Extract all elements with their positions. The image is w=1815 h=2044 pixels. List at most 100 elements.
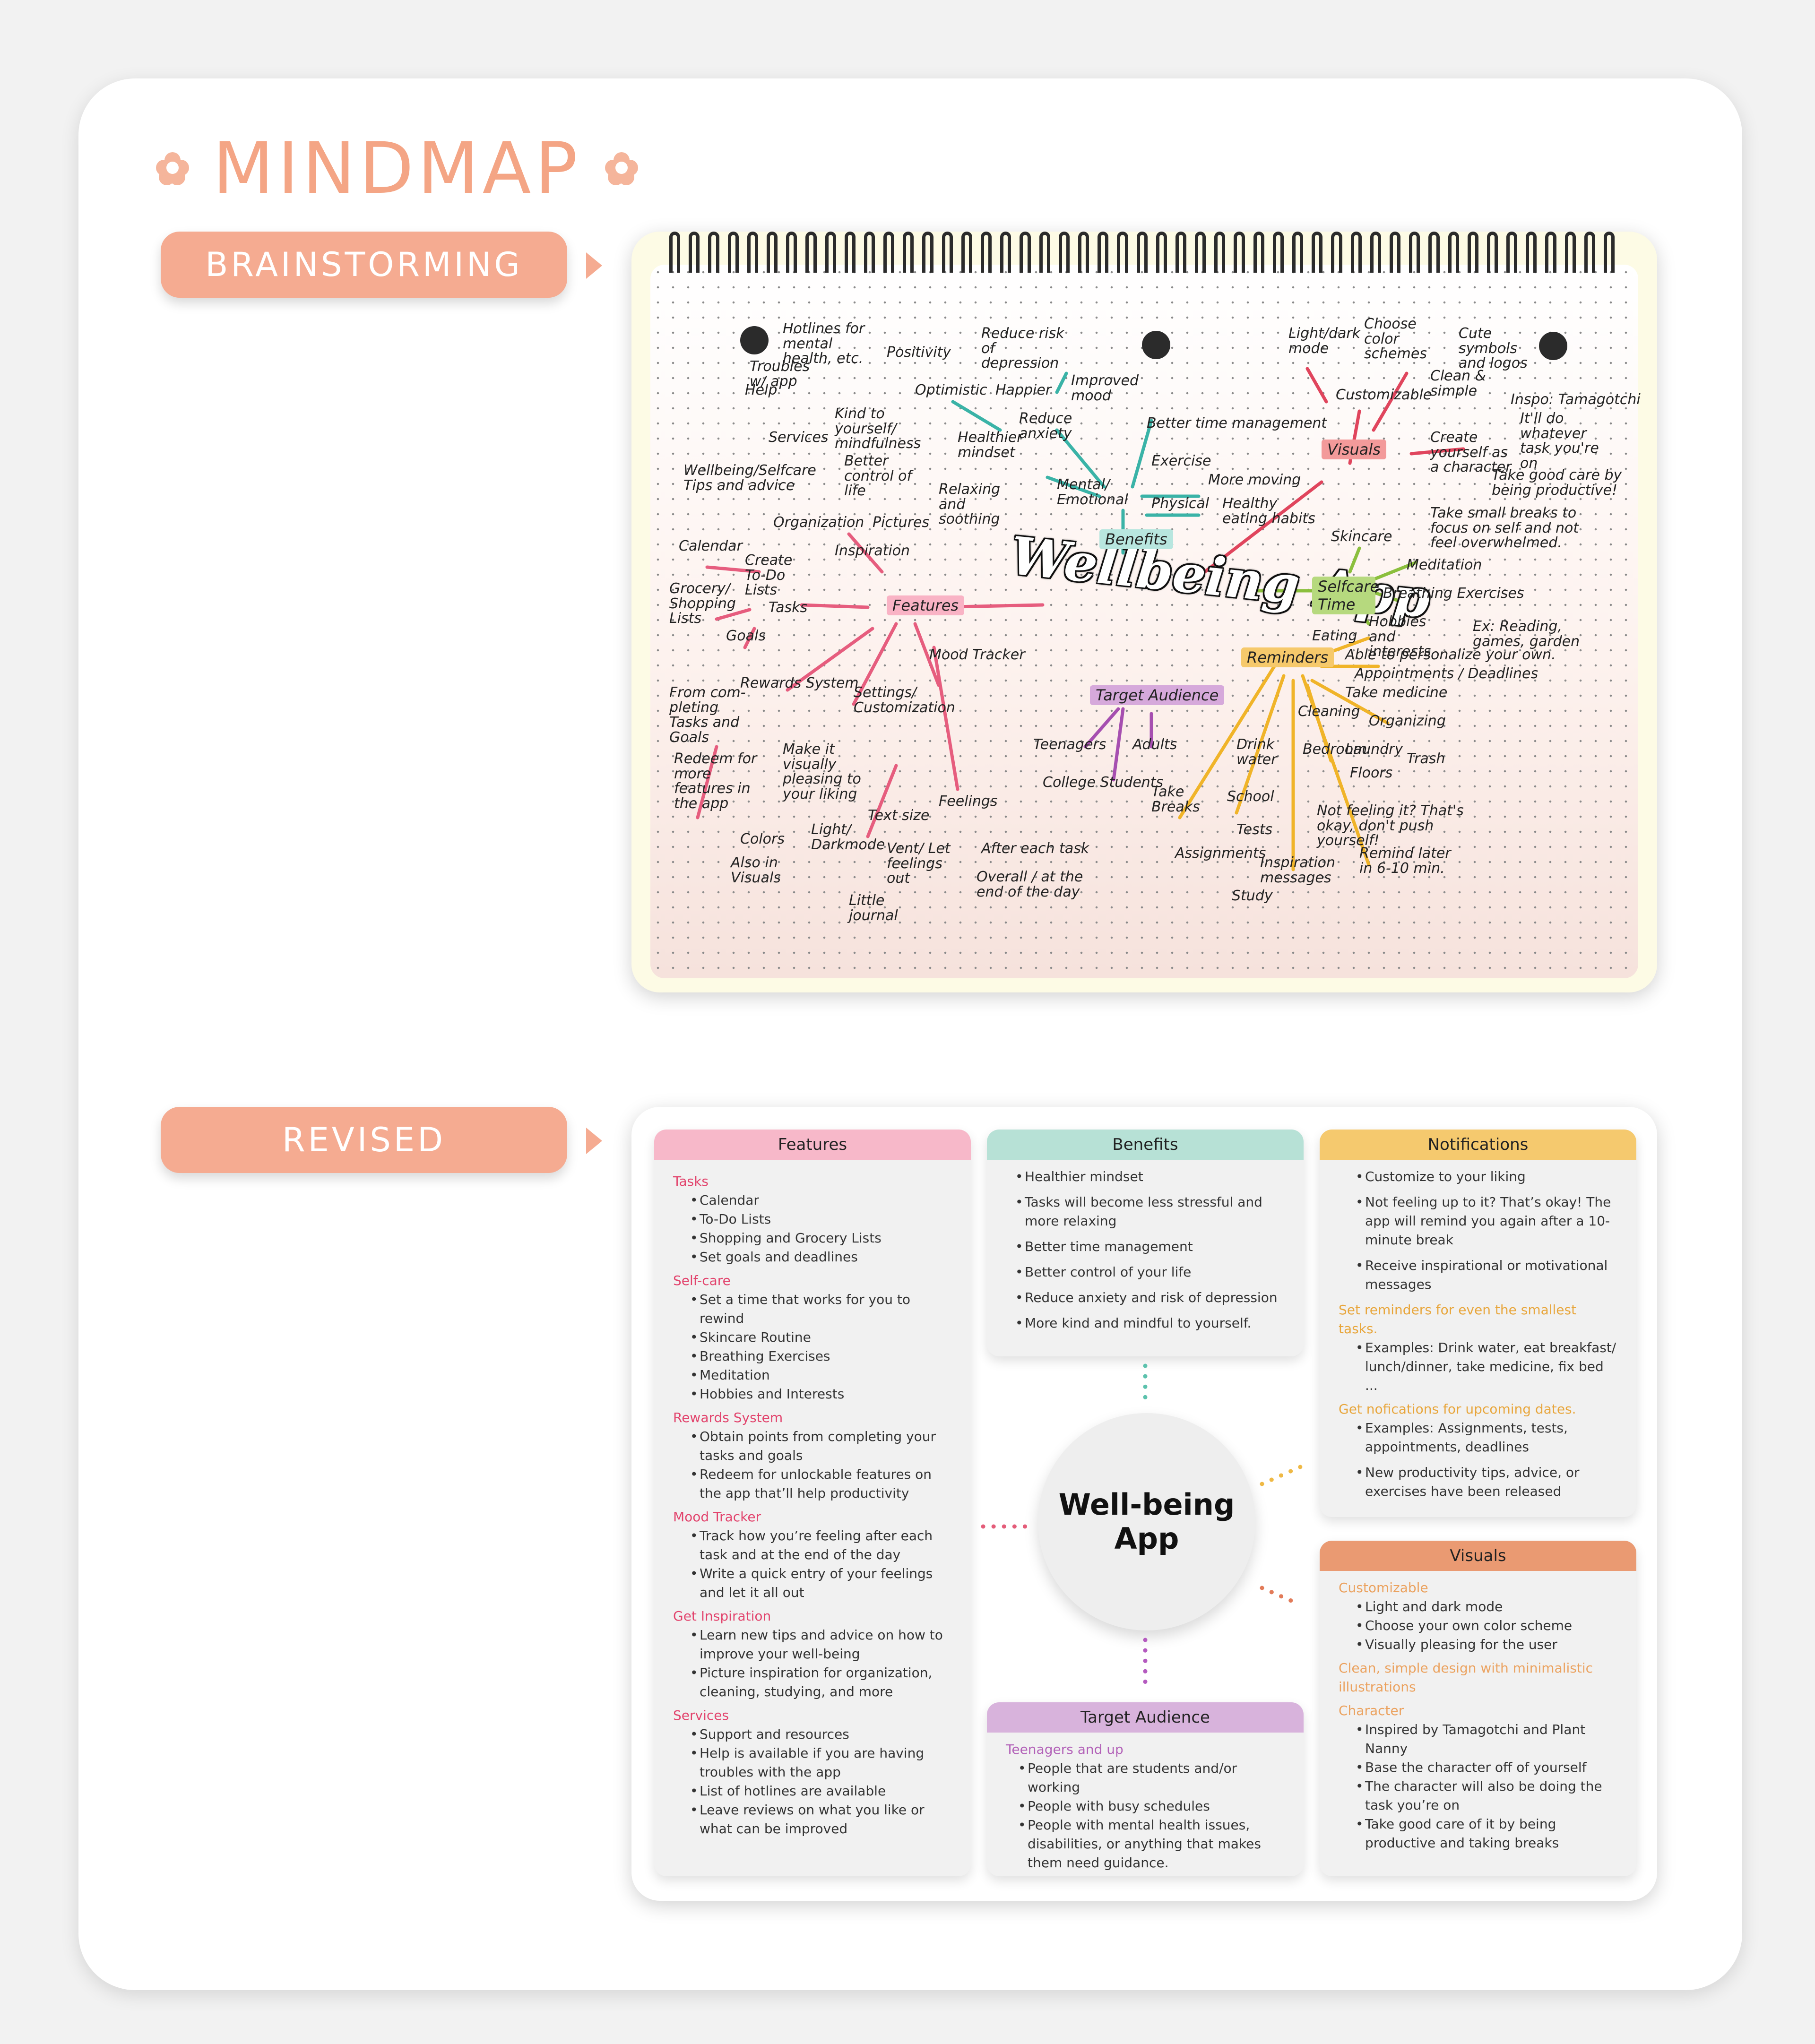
sketch-label: Skincare [1331,528,1392,545]
arrow-right-icon [586,252,602,279]
sketch-label: Take Breaks [1151,784,1200,815]
list-item: Reduce anxiety and risk of depression [1015,1288,1285,1307]
notifications-box: Notifications Customize to your likingNo… [1320,1130,1636,1517]
sketch-label: Redeem for more features in the app [674,750,757,812]
sketch-label: Colors [740,831,785,847]
hub-title-line1: Well-being [1058,1487,1235,1522]
node-target-audience: Target Audience [1090,685,1225,705]
sketch-label: Trash [1407,750,1445,767]
sketch-label: Wellbeing/Selfcare Tips and advice [683,462,816,494]
features-box: Features TasksCalendarTo-Do ListsShoppin… [654,1130,971,1876]
sketch-label: Kind to yourself/ mindfulness [835,405,921,452]
visuals-box: Visuals Customizable Light and dark mode… [1320,1541,1636,1876]
benefits-box: Benefits Healthier mindsetTasks will bec… [987,1130,1304,1356]
sketch-label: Exercise [1151,453,1211,469]
sketch-label: Text size [868,807,930,824]
binder-hole [740,326,769,354]
sketch-label: Create yourself as a character [1430,429,1512,475]
sketch-label: Customizable [1336,387,1432,403]
list-item: The character will also be doing the tas… [1356,1777,1617,1815]
list-item: Examples: Drink water, eat breakfast/ lu… [1356,1338,1617,1395]
sketch-label: Overall / at the end of the day [977,869,1083,900]
notifications-sub-reminders: Set reminders for even the smallest task… [1339,1302,1577,1337]
dotted-paper [650,265,1638,978]
sketch-label: Grocery/ Shopping Lists [669,580,736,627]
sketch-label: Not feeling it? That's okay, don't push … [1317,802,1464,849]
visuals-sub-design: Clean, simple design with minimalistic i… [1339,1660,1593,1695]
sketch-label: Rewards System [740,675,859,691]
notifications-sub-dates: Get nofications for upcoming dates. [1339,1401,1576,1417]
benefits-header: Benefits [987,1130,1304,1160]
sketch-label: Healthy eating habits [1222,495,1315,527]
list-item: Obtain points from completing your tasks… [690,1427,952,1465]
sketch-label: Help [745,382,778,398]
node-benefits: Benefits [1099,529,1173,549]
sketch-label: Hotlines for mental health, etc. [783,320,865,367]
list-item: Hobbies and Interests [690,1385,952,1404]
sketch-label: Improved mood [1071,372,1139,404]
sketch-label: More moving [1208,472,1301,488]
features-section-title: Services [673,1708,729,1723]
list-item: Redeem for unlockable features on the ap… [690,1465,952,1503]
list-item: Better time management [1015,1237,1285,1256]
features-section: TasksCalendarTo-Do ListsShopping and Gro… [673,1172,952,1267]
visuals-sub-customizable: Customizable [1339,1580,1428,1596]
sketch-label: Inspiration [835,543,910,559]
list-item: Customize to your liking [1356,1167,1617,1186]
flower-icon [605,152,638,185]
list-item: Inspired by Tamagotchi and Plant Nanny [1356,1720,1617,1758]
audience-box: Target Audience Teenagers and up People … [987,1702,1304,1876]
sketch-label: Healthier mindset [958,429,1023,461]
list-item: Shopping and Grocery Lists [690,1229,952,1248]
revised-label: REVISED [161,1107,567,1173]
list-item: Skincare Routine [690,1328,952,1347]
list-item: Learn new tips and advice on how to impr… [690,1626,952,1664]
sketch-label: Eating [1312,628,1357,644]
list-item: Meditation [690,1366,952,1385]
visuals-sub-character: Character [1339,1703,1404,1718]
sketch-label: Light/dark mode [1288,325,1361,357]
hub-connectors [981,1363,1148,1685]
features-section-title: Self-care [673,1273,731,1288]
list-item: Examples: Assignments, tests, appointmen… [1356,1419,1617,1457]
sketch-label: College Students [1043,774,1164,791]
sketch-label: Reduce anxiety [1019,410,1072,442]
sketch-label: Optimistic [915,382,987,398]
sketch-label: Services [769,429,829,446]
hub-title-line2: App [1114,1521,1179,1556]
sketch-label: Better time management [1147,415,1327,431]
arrow-right-icon [586,1128,602,1154]
list-item: Visually pleasing for the user [1356,1635,1617,1654]
sketch-label: Make it visually pleasing to your liking [783,741,861,802]
list-item: Breathing Exercises [690,1347,952,1366]
sketch-label: Positivity [887,344,951,361]
sketch-label: Goals [726,628,766,644]
sketch-label: After each task [981,840,1089,857]
flower-icon [156,152,189,185]
list-item: Set a time that works for you to rewind [690,1290,952,1328]
features-section-title: Tasks [673,1173,709,1189]
features-section-title: Get Inspiration [673,1608,771,1624]
features-body: TasksCalendarTo-Do ListsShopping and Gro… [654,1160,971,1838]
list-item: To-Do Lists [690,1210,952,1229]
list-item: Picture inspiration for organization, cl… [690,1664,952,1701]
list-item: Light and dark mode [1356,1597,1617,1616]
sketch-label: Inspo: Tamagotchi [1511,391,1641,408]
sketch-label: Calendar [679,538,743,554]
sketch-label: Hobbies and interests [1369,613,1431,660]
sketch-label: Physical [1151,495,1210,512]
list-item: Track how you’re feeling after each task… [690,1527,952,1564]
sketch-label: Vent/ Let feelings out [887,840,951,887]
binder-hole [1142,331,1170,359]
sketch-label: Tasks [769,599,808,616]
sketch-label: Meditation [1407,557,1482,573]
sketch-label: Create To-Do Lists [745,552,793,598]
list-item: More kind and mindful to yourself. [1015,1314,1285,1333]
features-section: ServicesSupport and resourcesHelp is ava… [673,1706,952,1838]
node-selfcare-time: Selfcare Time [1312,577,1379,614]
sketch-label: Cleaning [1298,703,1360,720]
sketch-label: Take good care by being productive! [1492,467,1622,499]
notifications-body: Customize to your likingNot feeling up t… [1320,1160,1636,1501]
